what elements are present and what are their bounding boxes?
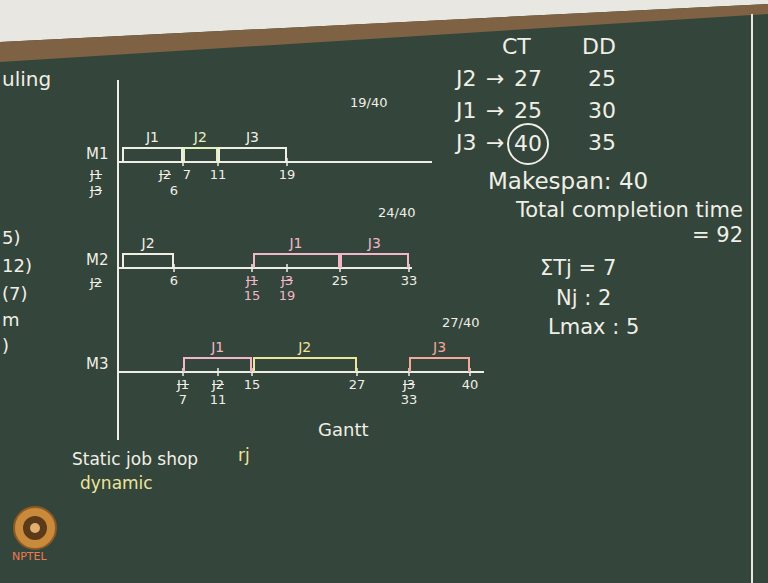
board-text: 12)	[2, 256, 32, 277]
board-text: 33	[401, 393, 418, 408]
job-label: J1	[211, 339, 224, 355]
board-text: J2	[90, 276, 102, 291]
board-text: J1	[246, 274, 258, 289]
board-text: 19/40	[350, 96, 387, 111]
board-text: 15	[244, 378, 261, 393]
board-text: 19	[279, 168, 296, 183]
board-text: 33	[401, 274, 418, 289]
job-label: J3	[433, 339, 446, 355]
board-text: )	[2, 336, 9, 357]
board-text: (7)	[2, 284, 28, 305]
board-text: CT	[502, 34, 531, 59]
board-text: m	[2, 310, 20, 331]
board-text: J2	[456, 66, 477, 91]
gantt-bar: J2	[183, 147, 218, 162]
board-text: J1	[177, 378, 189, 393]
board-text: J1	[456, 98, 477, 123]
board-text: 7	[179, 393, 187, 408]
board-text: 6	[170, 184, 178, 199]
board-text: J3	[281, 274, 293, 289]
board-text: →	[486, 66, 504, 91]
board-text: J1	[90, 168, 102, 183]
board-text: 27	[349, 378, 366, 393]
board-text: J3	[90, 184, 102, 199]
board-text: J2	[212, 378, 224, 393]
gantt-bar: J3	[340, 253, 410, 268]
board-text: M2	[86, 252, 109, 269]
board-text: 6	[170, 274, 178, 289]
nptel-logo	[14, 507, 56, 549]
board-text: DD	[582, 34, 616, 59]
gantt-bar: J3	[218, 147, 288, 162]
time-origin-line	[117, 80, 119, 440]
board-text: 15	[244, 289, 261, 304]
board-text: Makespan: 40	[488, 168, 648, 194]
board-text: 11	[210, 393, 227, 408]
board-text: 11	[210, 168, 227, 183]
gantt-bar: J3	[409, 357, 470, 372]
gantt-bar: J1	[122, 147, 183, 162]
board-text: Static job shop	[72, 450, 198, 470]
gantt-bar: J2	[122, 253, 174, 268]
board-text: Lmax : 5	[548, 315, 639, 339]
machine-axis	[118, 371, 484, 373]
job-label: J2	[298, 339, 311, 355]
board-text: rj	[238, 446, 250, 466]
board-text: 27/40	[442, 316, 479, 331]
board-text: 25	[332, 274, 349, 289]
board-frame	[0, 4, 768, 62]
board-text: 30	[588, 98, 616, 123]
tick-marks	[174, 158, 470, 376]
board-text: NPTEL	[12, 551, 47, 564]
job-label: J1	[146, 129, 159, 145]
machine-axis	[118, 161, 432, 163]
board-text: 27	[514, 66, 542, 91]
board-text: M3	[86, 356, 109, 373]
circled-value: 40	[507, 123, 549, 165]
board-text: 25	[514, 98, 542, 123]
board-text: J3	[456, 130, 477, 155]
job-label: J3	[368, 235, 381, 251]
job-label: J2	[142, 235, 155, 251]
board-text: ΣTj = 7	[540, 256, 616, 280]
job-label: J2	[194, 129, 207, 145]
board-text: 19	[279, 289, 296, 304]
board-text: Total completion time = 92	[505, 198, 743, 248]
gantt-bar: J1	[183, 357, 253, 372]
board-text: 7	[183, 168, 191, 183]
board-text: 25	[588, 66, 616, 91]
board-edge	[751, 14, 753, 583]
circled-number: 40	[514, 131, 542, 156]
board-text: 35	[588, 130, 616, 155]
gantt-axes	[118, 80, 484, 440]
board-text: Gantt	[318, 420, 369, 441]
board-text: 5)	[2, 228, 20, 249]
board-text: →	[486, 130, 504, 155]
machine-axis	[118, 267, 412, 269]
board-text: →	[486, 98, 504, 123]
board-text: M1	[86, 146, 109, 163]
board-text: 24/40	[378, 206, 415, 221]
board-text: dynamic	[80, 474, 153, 494]
board-text: J3	[403, 378, 415, 393]
job-label: J3	[246, 129, 259, 145]
board-text: Nj : 2	[556, 286, 611, 310]
job-label: J1	[289, 235, 302, 251]
gantt-bar: J1	[253, 253, 340, 268]
board-text: 40	[462, 378, 479, 393]
board-text: uling	[2, 68, 51, 91]
board-text: J2	[159, 168, 171, 183]
gantt-bar: J2	[253, 357, 357, 372]
